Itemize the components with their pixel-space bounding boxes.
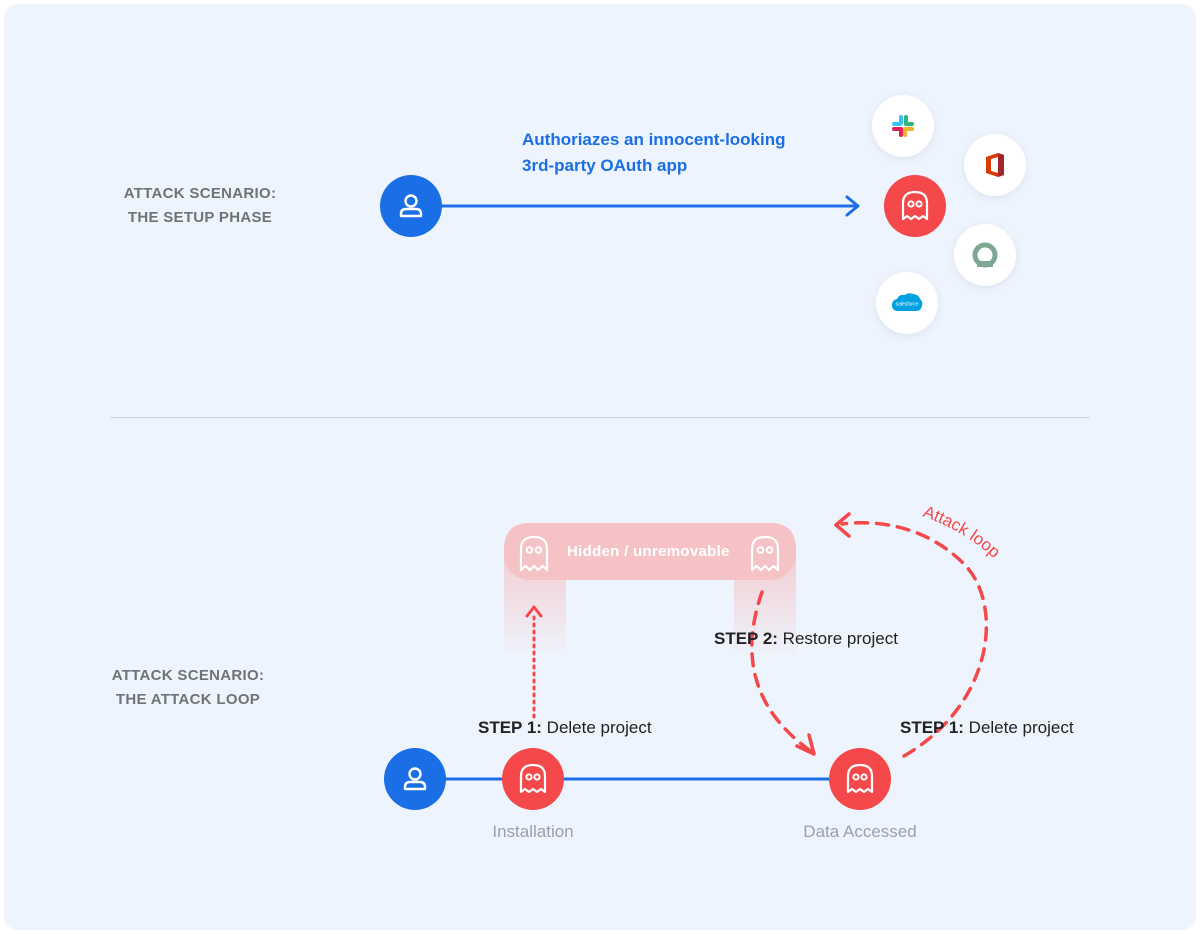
- attack-loop-arrow: [840, 521, 989, 758]
- circle-app-icon: [972, 242, 998, 268]
- setup-scenario-line2: THE SETUP PHASE: [127, 209, 273, 226]
- step1-right-label: STEP 1: Delete project: [900, 718, 1074, 738]
- setup-scenario-label: ATTACK SCENARIO: THE SETUP PHASE: [100, 182, 300, 230]
- installation-ghost-node: [502, 748, 564, 810]
- step1-left-label: STEP 1: Delete project: [478, 718, 652, 738]
- salesforce-icon: salesforce: [892, 293, 923, 311]
- office-icon: [986, 153, 1004, 177]
- hidden-ghost-left: [518, 534, 550, 579]
- ghost-icon: [846, 763, 874, 794]
- step1-right-prefix: STEP 1:: [900, 718, 964, 737]
- connector-layer: Attack loop: [440, 195, 1004, 781]
- hidden-band-top: [504, 523, 796, 580]
- setup-user-node: [380, 175, 442, 237]
- loop-user-node: [384, 748, 446, 810]
- ghost-icon: [901, 190, 929, 221]
- hidden-ghost-right: [749, 534, 781, 579]
- setup-ghost-node: [884, 175, 946, 237]
- authorize-line1: Authoriazes an innocent-looking: [522, 130, 786, 149]
- attack-loop-text: Attack loop: [921, 502, 1004, 562]
- setup-arrow-head: [845, 195, 860, 217]
- step1-left-prefix: STEP 1:: [478, 718, 542, 737]
- data-accessed-ghost-node: [829, 748, 891, 810]
- step1-right-text: Delete project: [968, 718, 1074, 737]
- data-accessed-label: Data Accessed: [803, 822, 917, 841]
- installation-label: Installation: [492, 822, 574, 841]
- circle-app-node: [954, 224, 1016, 286]
- section-divider: [110, 417, 1090, 418]
- salesforce-logo-text: salesforce: [896, 302, 919, 308]
- step2-label: STEP 2: Restore project: [714, 629, 898, 649]
- ghost-icon: [519, 763, 547, 794]
- ghost-icon: [750, 535, 780, 572]
- hidden-label: Hidden / unremovable: [567, 543, 730, 560]
- step2-prefix: STEP 2:: [714, 629, 778, 648]
- setup-scenario-line1: ATTACK SCENARIO:: [123, 185, 277, 202]
- attack-loop-label: Attack loop: [921, 502, 1004, 562]
- diagram-canvas: Attack loop ATTACK SCENARIO: THE SETUP P…: [4, 4, 1196, 930]
- loop-scenario-line1: ATTACK SCENARIO:: [111, 667, 265, 684]
- user-icon: [399, 194, 423, 218]
- loop-scenario-label: ATTACK SCENARIO: THE ATTACK LOOP: [88, 664, 288, 712]
- step2-text: Restore project: [782, 629, 898, 648]
- user-icon: [403, 767, 427, 791]
- step2-arrow-head: [795, 733, 816, 756]
- step2-dashed-arrow: [750, 590, 814, 754]
- slack-icon: [892, 115, 914, 137]
- authorize-text: Authoriazes an innocent-looking 3rd-part…: [522, 127, 786, 179]
- step1-dotted-arrow-head: [525, 605, 543, 618]
- ghost-icon: [519, 535, 549, 572]
- salesforce-app-node: salesforce: [876, 272, 938, 334]
- step1-left-text: Delete project: [546, 718, 652, 737]
- slack-app-node: [872, 95, 934, 157]
- authorize-line2: 3rd-party OAuth app: [522, 156, 688, 175]
- office-app-node: [964, 134, 1026, 196]
- loop-scenario-line2: THE ATTACK LOOP: [115, 691, 261, 708]
- attack-loop-arrow-head: [834, 512, 851, 538]
